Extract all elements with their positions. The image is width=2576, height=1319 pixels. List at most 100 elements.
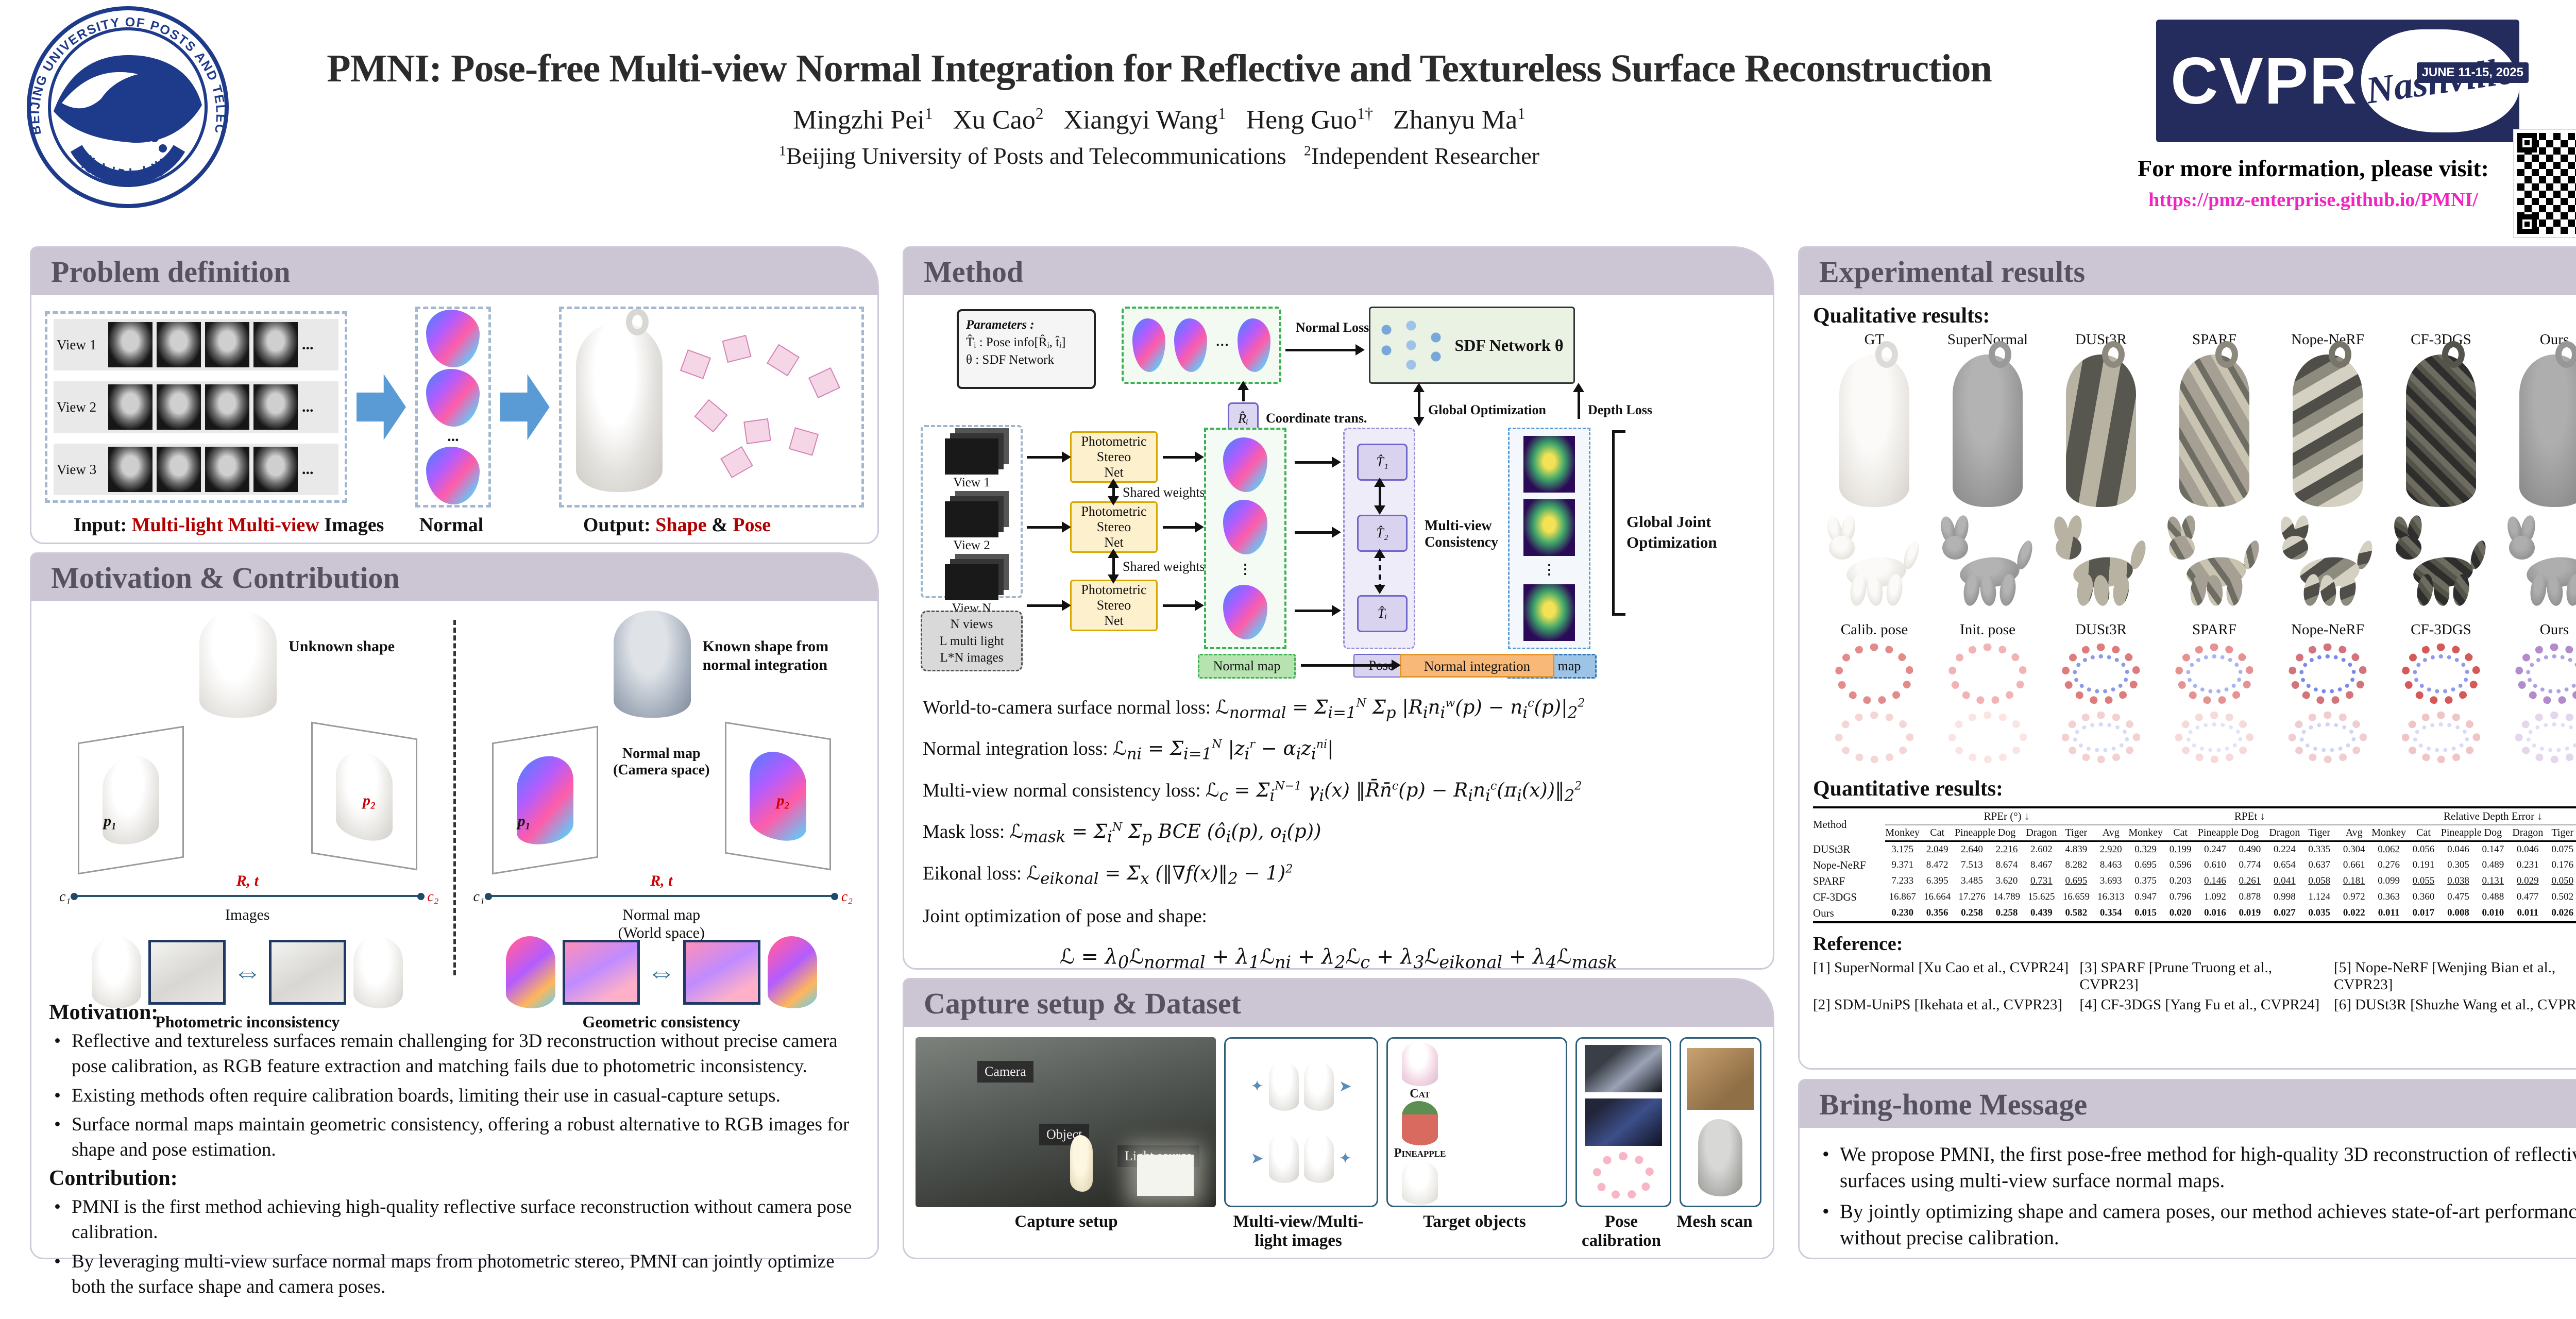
table-method-cell: Ours bbox=[1813, 905, 1885, 923]
pose-plot bbox=[2175, 712, 2253, 763]
table-value-cell: 14.789 bbox=[1993, 891, 2021, 902]
capture-captions: Capture setup Multi-view/Multi-light ima… bbox=[904, 1207, 1773, 1250]
captured-image bbox=[253, 447, 298, 492]
panel-method: Method Parameters : T̂ᵢ : Pose info[R̂ᵢ,… bbox=[903, 246, 1774, 972]
arrow-right-icon bbox=[1027, 600, 1071, 611]
capture-setup-photo: Camera Object Light source bbox=[916, 1037, 1216, 1207]
project-url-link[interactable]: https://pmz-enterprise.github.io/PMNI/ bbox=[2148, 189, 2478, 211]
method-label: Nope-NeRF bbox=[2291, 621, 2364, 638]
view-label: View 3 bbox=[57, 461, 97, 477]
caption: Target objects bbox=[1423, 1212, 1526, 1231]
point-p2-label: p₂ bbox=[363, 792, 376, 809]
table-value-cell: 2.602 bbox=[2030, 843, 2053, 855]
normal-map-tag: Normal map bbox=[1198, 654, 1296, 679]
normal-map-image bbox=[1223, 437, 1267, 492]
coordinate-trans-label: Coordinate trans. bbox=[1266, 411, 1367, 426]
reconstructed-mesh bbox=[1839, 341, 1909, 507]
caption: Multi-view/Multi-light images bbox=[1233, 1212, 1364, 1250]
known-shape-label: Known shape from normal integration bbox=[702, 638, 829, 673]
arrow-right-icon bbox=[1285, 344, 1365, 356]
captured-image bbox=[157, 447, 201, 492]
reconstructed-mesh bbox=[2050, 514, 2151, 607]
image-stack bbox=[945, 438, 998, 475]
motivation-figure-left: x Unknown shape p₁ p₂ c₁ c₂ R, t Images … bbox=[42, 606, 453, 1031]
capture-figure: Camera Object Light source ✦➤ ➤✦ Cat bbox=[904, 1027, 1773, 1207]
table-value-cell: 0.261 bbox=[2239, 875, 2261, 886]
table-value-cell: 0.058 bbox=[2308, 875, 2331, 886]
reference-item: [2] SDM-UniPS [Ikehata et al., CVPR23] bbox=[1813, 996, 2063, 1013]
normal-map-image bbox=[426, 368, 480, 427]
equation-line: World-to-camera surface normal loss: ℒno… bbox=[923, 696, 1585, 722]
table-value-cell: 0.008 bbox=[2441, 905, 2476, 923]
arrow-right-icon bbox=[1163, 600, 1204, 611]
input-caption: Input: Multi-light Multi-view Images bbox=[73, 514, 384, 536]
section-title: Experimental results bbox=[1800, 248, 2576, 295]
camera-frustum-icon bbox=[720, 446, 753, 479]
cvpr-dates: JUNE 11-15, 2025 bbox=[2416, 62, 2529, 83]
table-value-cell: 3.693 bbox=[2099, 875, 2122, 886]
camera2-label: c₂ bbox=[427, 889, 439, 905]
mesh-scan-card bbox=[1679, 1037, 1761, 1207]
input-views-column: View 1 View 2 View N bbox=[921, 425, 1023, 615]
arrow-right-icon bbox=[1163, 521, 1204, 533]
object-image bbox=[353, 936, 403, 1008]
captured-image bbox=[157, 384, 201, 430]
pose-plot-row-faint bbox=[1818, 712, 2576, 763]
pose-plot bbox=[2515, 644, 2576, 704]
view-label: View 2 bbox=[953, 538, 990, 552]
table-value-cell: 2.920 bbox=[2099, 843, 2122, 855]
normal-map-column: ⋮ bbox=[1204, 428, 1286, 649]
input-views-box: View 1 ... View 2 ... bbox=[45, 311, 347, 503]
depth-map-image bbox=[1523, 435, 1575, 493]
table-value-cell: 17.276 bbox=[1958, 891, 1986, 902]
problem-figure: View 1 ... View 2 ... bbox=[31, 295, 877, 508]
normal-caption: Normal bbox=[419, 514, 484, 536]
pose-plot bbox=[2289, 712, 2367, 763]
method-label: DUSt3R bbox=[2075, 621, 2127, 638]
table-value-cell: 0.181 bbox=[2343, 875, 2365, 886]
photometric-stereo-net: Photometric Stereo Net bbox=[1070, 501, 1158, 553]
panel-problem-definition: Problem definition View 1 ... View 2 bbox=[30, 246, 879, 544]
section-title: Capture setup & Dataset bbox=[904, 979, 1773, 1027]
table-value-cell: 0.176 bbox=[2551, 859, 2574, 870]
view-stack: View 1 bbox=[945, 427, 998, 490]
cvpr-banner: CVPR Nashville JUNE 11-15, 2025 bbox=[2156, 20, 2529, 142]
quantitative-label: Quantitative results: bbox=[1813, 777, 2004, 801]
reference-item: [4] CF-3DGS [Yang Fu et al., CVPR24] bbox=[2079, 996, 2320, 1013]
scanned-mesh bbox=[1698, 1119, 1743, 1196]
table-value-cell: 0.035 bbox=[2302, 905, 2337, 923]
table-value-cell: 0.654 bbox=[2273, 859, 2296, 870]
table-value-cell: 9.371 bbox=[1891, 859, 1914, 870]
multi-view-consistency-label: Multi-view Consistency bbox=[1425, 518, 1499, 550]
image-stack bbox=[945, 564, 998, 600]
method-label: Calib. pose bbox=[1840, 621, 1908, 638]
pose-plot bbox=[2289, 644, 2367, 704]
view-stack: View N bbox=[945, 553, 998, 616]
bullet-item: We propose PMNI, the first pose-free met… bbox=[1817, 1141, 2576, 1194]
patch-swatch bbox=[683, 940, 760, 1005]
known-shape bbox=[613, 611, 691, 718]
loss-equations: World-to-camera surface normal loss: ℒno… bbox=[923, 696, 1773, 888]
caption: Pose calibration bbox=[1582, 1212, 1661, 1250]
figure-divider bbox=[453, 620, 456, 975]
page-title: PMNI: Pose-free Multi-view Normal Integr… bbox=[327, 47, 1992, 90]
table-value-cell: 0.016 bbox=[2197, 905, 2233, 923]
table-value-cell: 8.282 bbox=[2065, 859, 2088, 870]
table-value-cell: 2.640 bbox=[1961, 843, 1983, 855]
table-value-cell: 16.313 bbox=[2097, 891, 2125, 902]
table-value-cell: 0.258 bbox=[1989, 905, 2024, 923]
normal-map-image bbox=[1132, 318, 1165, 372]
pose-T2-box: T̂₂ bbox=[1357, 515, 1408, 552]
normal-map-image bbox=[767, 936, 817, 1008]
table-value-cell: 0.258 bbox=[1954, 905, 1990, 923]
depth-map-image bbox=[1523, 499, 1575, 556]
point-p1-label: p₁ bbox=[517, 813, 531, 830]
output-caption: Output: Shape & Pose bbox=[583, 514, 771, 536]
view-row: View 1 ... bbox=[54, 319, 338, 370]
view-label: View 1 bbox=[953, 476, 990, 489]
reference-heading: Reference: bbox=[1813, 933, 1903, 955]
table-method-cell: SPARF bbox=[1813, 874, 1845, 887]
table-value-cell: 3.620 bbox=[1995, 875, 2018, 886]
reconstructed-mesh bbox=[1937, 514, 2038, 607]
view-row: View 3 ... bbox=[54, 444, 338, 495]
